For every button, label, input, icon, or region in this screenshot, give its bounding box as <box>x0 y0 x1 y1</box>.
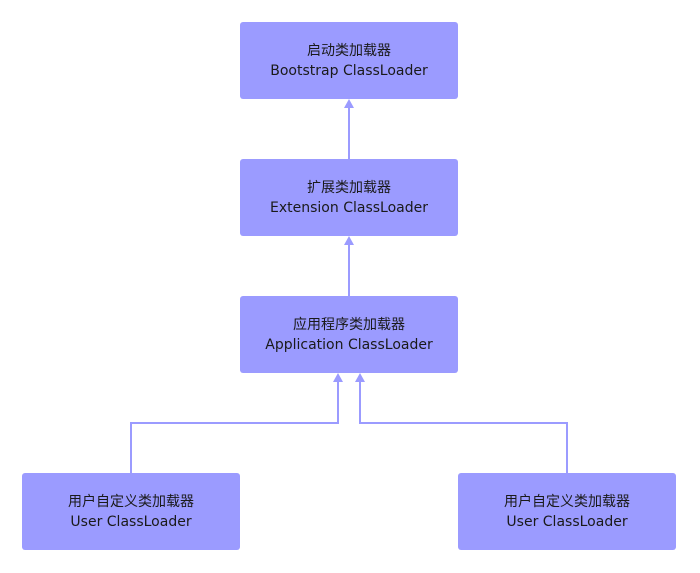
bootstrap-name-zh: 启动类加载器 <box>307 42 391 59</box>
user-classloader-node-left: 用户自定义类加载器 User ClassLoader <box>22 473 240 550</box>
edge-user-right-to-application <box>359 382 568 473</box>
bootstrap-name-en: Bootstrap ClassLoader <box>270 62 428 79</box>
extension-name-zh: 扩展类加载器 <box>307 179 391 196</box>
application-name-zh: 应用程序类加载器 <box>293 316 405 333</box>
user-left-name-en: User ClassLoader <box>70 513 192 530</box>
extension-name-en: Extension ClassLoader <box>270 199 428 216</box>
user-classloader-node-right: 用户自定义类加载器 User ClassLoader <box>458 473 676 550</box>
bootstrap-classloader-node: 启动类加载器 Bootstrap ClassLoader <box>240 22 458 99</box>
user-right-name-en: User ClassLoader <box>506 513 628 530</box>
extension-classloader-node: 扩展类加载器 Extension ClassLoader <box>240 159 458 236</box>
arrowhead-application-right <box>355 373 365 382</box>
arrowhead-bootstrap <box>344 99 354 108</box>
arrowhead-application-left <box>333 373 343 382</box>
application-name-en: Application ClassLoader <box>265 336 433 353</box>
edge-user-left-to-application <box>130 382 339 473</box>
arrowhead-extension <box>344 236 354 245</box>
user-right-name-zh: 用户自定义类加载器 <box>504 493 630 510</box>
application-classloader-node: 应用程序类加载器 Application ClassLoader <box>240 296 458 373</box>
user-left-name-zh: 用户自定义类加载器 <box>68 493 194 510</box>
